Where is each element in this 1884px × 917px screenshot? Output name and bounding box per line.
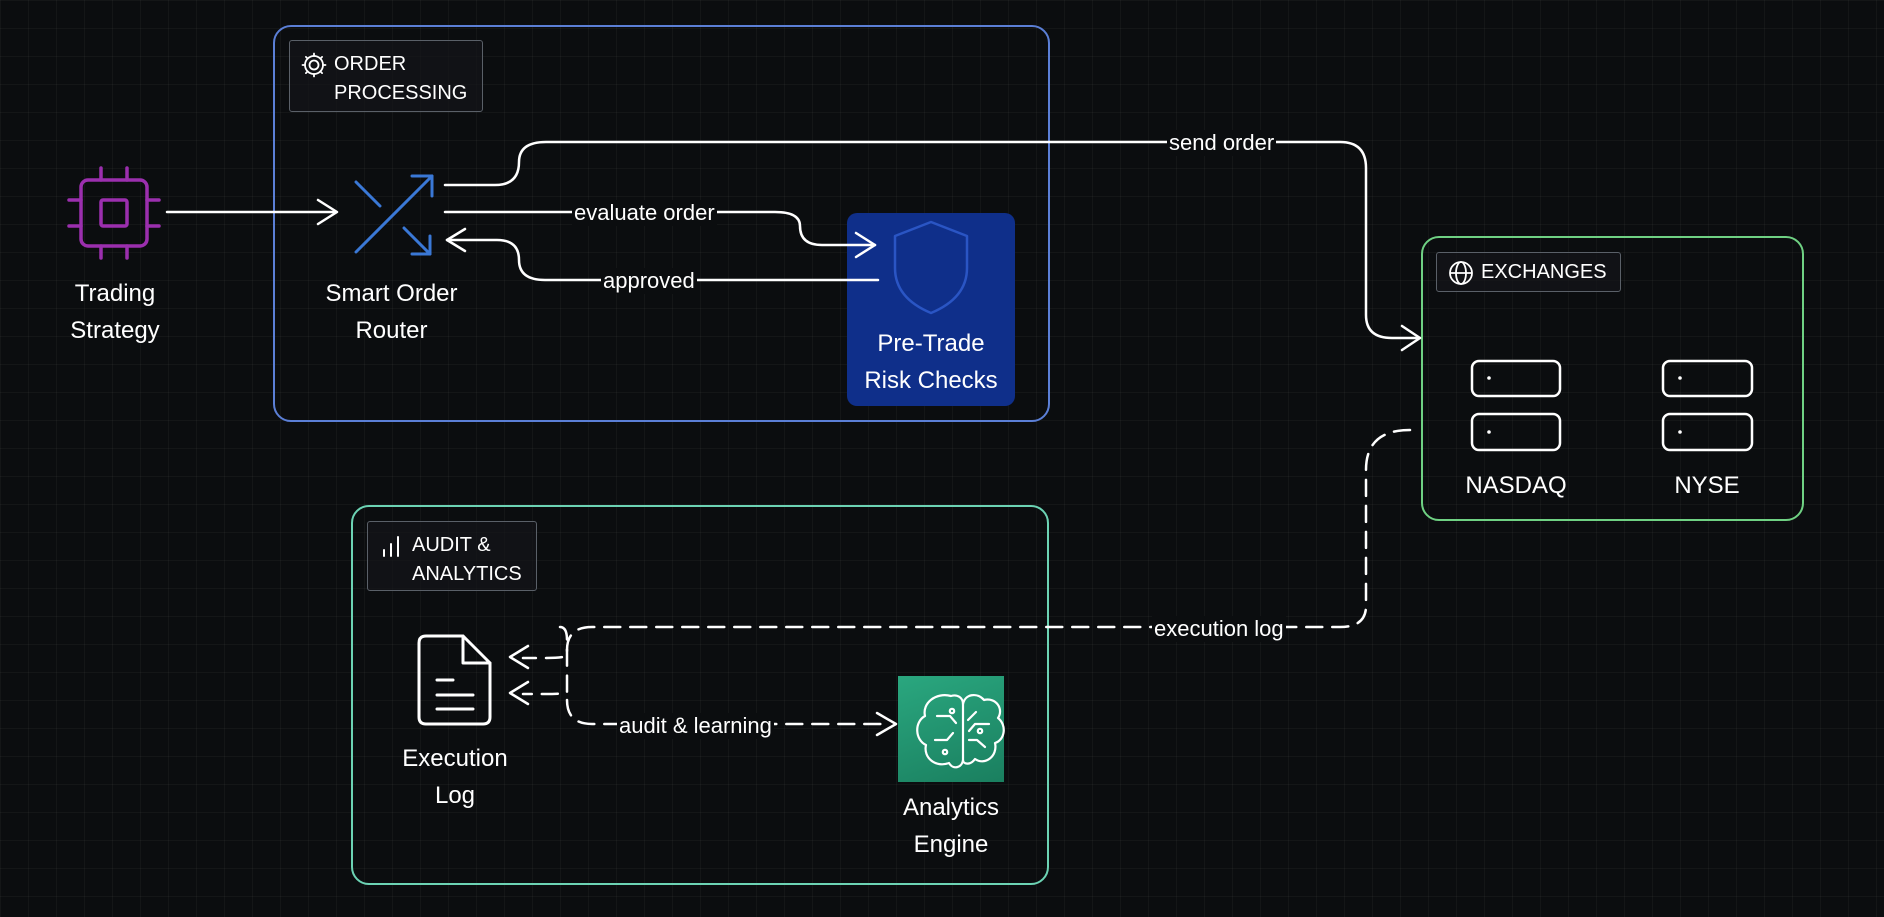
- nasdaq-label: NASDAQ: [1465, 472, 1567, 499]
- edge-log-branch: [521, 625, 569, 696]
- analytics-engine-label: Analytics Engine: [902, 794, 1000, 858]
- exchanges-group: [1421, 236, 1804, 521]
- approved-edge-label: approved: [601, 268, 697, 294]
- arrowhead-risk-in: [854, 231, 877, 259]
- brain-circuit-icon: [916, 694, 1005, 769]
- edge-send-order: [443, 140, 1422, 340]
- send-order-edge-label: send order: [1167, 130, 1277, 156]
- audit-analytics-group: [351, 505, 1049, 885]
- arrowhead-router-approved: [445, 227, 467, 253]
- arrowhead-exchanges-in: [1400, 324, 1422, 352]
- audit-analytics-title: AUDIT & ANALYTICS: [412, 534, 522, 585]
- exchanges-title: EXCHANGES: [1481, 260, 1607, 283]
- arrowhead-router-in: [316, 198, 339, 226]
- arrowhead-log-bottom: [508, 680, 530, 706]
- shield-icon: [893, 220, 969, 315]
- chip-icon: [67, 166, 161, 260]
- order-processing-label: ORDER PROCESSING: [289, 40, 483, 112]
- bar-chart-icon: [383, 536, 399, 557]
- audit-analytics-label: AUDIT & ANALYTICS: [367, 521, 537, 591]
- server-dots-nasdaq: [1487, 376, 1491, 434]
- edge-evaluate-order: [443, 210, 877, 247]
- globe-icon: [1449, 260, 1473, 285]
- server-dots-nyse: [1678, 376, 1682, 434]
- order-processing-group: [273, 25, 1050, 422]
- smart-order-router-label: Smart Order Router: [325, 280, 458, 344]
- document-icon: [417, 634, 492, 726]
- edge-approved: [445, 238, 880, 282]
- server-icon-nasdaq: [1470, 359, 1562, 452]
- evaluate-order-edge-label: evaluate order: [572, 200, 717, 226]
- order-processing-title: ORDER PROCESSING: [334, 53, 468, 104]
- exchanges-label: EXCHANGES: [1436, 252, 1621, 292]
- execution-log-edge-label: execution log: [1152, 616, 1286, 642]
- edge-audit-learning: [565, 698, 892, 726]
- pre-trade-risk-checks-label: Pre-Trade Risk Checks: [864, 330, 998, 394]
- server-icon-nyse: [1661, 359, 1754, 452]
- nyse-label: NYSE: [1674, 472, 1740, 499]
- gear-icon: [301, 52, 327, 78]
- execution-log-label: Execution Log: [402, 745, 508, 809]
- shuffle-icon: [354, 174, 434, 256]
- trading-strategy-label: Trading Strategy: [70, 280, 160, 344]
- audit-learning-edge-label: audit & learning: [617, 713, 774, 739]
- arrowhead-log-top: [508, 644, 530, 670]
- arrowhead-analytics-in: [875, 711, 898, 737]
